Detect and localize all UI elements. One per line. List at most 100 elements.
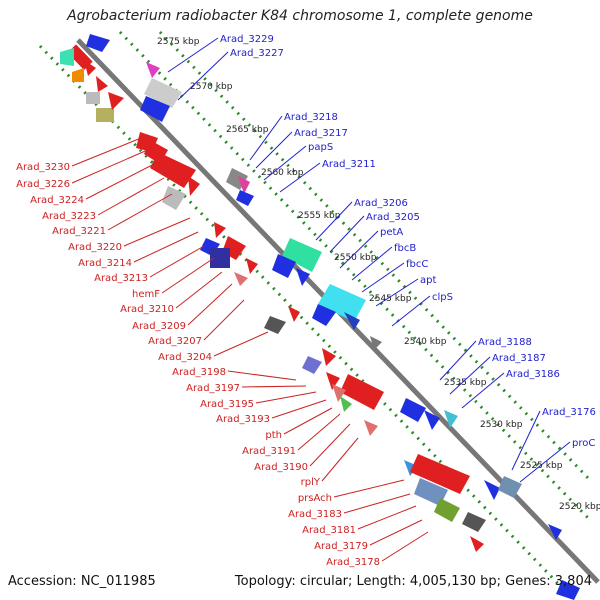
kbp-tick: 2550 kbp <box>334 253 377 263</box>
reverse-gene-label[interactable]: Arad_3190 <box>254 462 308 473</box>
gene-block <box>238 176 250 194</box>
reverse-gene-label[interactable]: Arad_3226 <box>16 179 70 190</box>
gene-block <box>332 384 346 402</box>
forward-gene-label[interactable]: Arad_3205 <box>366 212 420 223</box>
forward-gene-label[interactable]: fbcB <box>394 243 416 254</box>
kbp-tick: 2570 kbp <box>190 82 233 92</box>
reverse-gene-label[interactable]: Arad_3178 <box>326 557 380 568</box>
forward-gene-label[interactable]: Arad_3188 <box>478 337 532 348</box>
reverse-gene-label[interactable]: Arad_3197 <box>186 383 240 394</box>
reverse-gene-label[interactable]: Arad_3210 <box>120 304 174 315</box>
forward-gene-label[interactable]: Arad_3186 <box>506 369 560 380</box>
dotted-tracks <box>38 30 592 598</box>
reverse-gene-label[interactable]: Arad_3223 <box>42 211 96 222</box>
reverse-gene-label[interactable]: Arad_3198 <box>172 367 226 378</box>
gene-block <box>140 96 170 122</box>
gene-block <box>404 460 418 476</box>
gene-block <box>498 476 522 498</box>
reverse-gene-label[interactable]: pth <box>265 430 282 441</box>
gene-block <box>214 222 226 238</box>
gene-block <box>96 76 108 92</box>
reverse-gene-label[interactable]: rplY <box>301 477 321 488</box>
forward-labels: Arad_3229 Arad_3227 Arad_3218 Arad_3217 … <box>220 34 596 449</box>
forward-gene-label[interactable]: apt <box>420 275 436 286</box>
gene-block <box>484 480 500 500</box>
kbp-ticks: 2575 kbp 2570 kbp 2565 kbp 2560 kbp 2555… <box>157 37 600 512</box>
forward-gene-label[interactable]: proC <box>572 438 595 449</box>
reverse-gene-label[interactable]: Arad_3213 <box>94 273 148 284</box>
reverse-gene-label[interactable]: Arad_3207 <box>148 336 202 347</box>
gene-block <box>370 336 382 350</box>
kbp-tick: 2545 kbp <box>369 294 412 304</box>
forward-gene-label[interactable]: Arad_3206 <box>354 198 408 209</box>
gene-block <box>272 254 296 278</box>
gene-block <box>414 478 448 506</box>
gene-block <box>434 498 460 522</box>
forward-gene-label[interactable]: Arad_3227 <box>230 48 284 59</box>
gene-block <box>424 410 440 430</box>
reverse-gene-label[interactable]: Arad_3204 <box>158 352 212 363</box>
gene-block <box>340 374 384 410</box>
gene-block <box>210 248 230 268</box>
kbp-tick: 2530 kbp <box>480 420 523 430</box>
kbp-tick: 2555 kbp <box>298 211 341 221</box>
reverse-gene-blocks <box>60 44 486 552</box>
gene-block <box>150 152 196 188</box>
forward-gene-blocks <box>86 34 580 600</box>
gene-block <box>264 316 286 334</box>
gene-block <box>326 372 340 390</box>
reverse-gene-label[interactable]: Arad_3224 <box>30 195 84 206</box>
reverse-gene-label[interactable]: Arad_3191 <box>242 446 296 457</box>
gene-block <box>410 454 470 494</box>
forward-gene-label[interactable]: Arad_3211 <box>322 159 376 170</box>
gene-block <box>162 186 186 210</box>
gene-block <box>60 48 74 66</box>
gene-block <box>322 348 336 366</box>
kbp-tick: 2575 kbp <box>157 37 200 47</box>
gene-block <box>556 580 580 600</box>
kbp-tick: 2565 kbp <box>226 125 269 135</box>
gene-block <box>146 62 160 78</box>
gene-block <box>364 420 378 436</box>
gene-block <box>282 238 322 272</box>
forward-gene-label[interactable]: Arad_3218 <box>284 112 338 123</box>
gene-block <box>86 92 100 104</box>
kbp-tick: 2540 kbp <box>404 337 447 347</box>
forward-gene-label[interactable]: petA <box>380 227 403 238</box>
gene-block <box>344 312 360 330</box>
genome-summary: Topology: circular; Length: 4,005,130 bp… <box>234 574 592 589</box>
forward-gene-label[interactable]: papS <box>308 142 333 153</box>
gene-block <box>96 108 114 122</box>
reverse-labels: Arad_3230 Arad_3226 Arad_3224 Arad_3223 … <box>16 162 380 568</box>
reverse-gene-label[interactable]: Arad_3181 <box>302 525 356 536</box>
reverse-gene-label[interactable]: Arad_3179 <box>314 541 368 552</box>
forward-gene-label[interactable]: Arad_3176 <box>542 407 596 418</box>
reverse-gene-label[interactable]: Arad_3209 <box>132 321 186 332</box>
reverse-gene-label[interactable]: Arad_3183 <box>288 509 342 520</box>
reverse-gene-label[interactable]: Arad_3230 <box>16 162 70 173</box>
reverse-gene-label[interactable]: Arad_3195 <box>200 399 254 410</box>
forward-gene-label[interactable]: Arad_3217 <box>294 128 348 139</box>
gene-block <box>302 356 322 374</box>
gene-block <box>288 306 300 322</box>
forward-gene-label[interactable]: Arad_3187 <box>492 353 546 364</box>
reverse-gene-label[interactable]: Arad_3220 <box>68 242 122 253</box>
reverse-gene-label[interactable]: Arad_3221 <box>52 226 106 237</box>
forward-gene-label[interactable]: fbcC <box>406 259 428 270</box>
reverse-gene-label[interactable]: prsAch <box>298 493 332 504</box>
forward-gene-label[interactable]: clpS <box>432 292 453 303</box>
gene-block <box>296 268 310 286</box>
reverse-leaders <box>71 135 429 562</box>
gene-block <box>462 512 486 532</box>
reverse-gene-label[interactable]: Arad_3214 <box>78 258 132 269</box>
gene-block <box>444 410 458 428</box>
kbp-tick: 2560 kbp <box>261 168 304 178</box>
kbp-tick: 2525 kbp <box>520 461 563 471</box>
reverse-gene-label[interactable]: Arad_3193 <box>216 414 270 425</box>
forward-gene-label[interactable]: Arad_3229 <box>220 34 274 45</box>
gene-block <box>246 258 258 274</box>
reverse-gene-label[interactable]: hemF <box>132 289 160 300</box>
forward-leaders <box>167 37 571 483</box>
gene-block <box>144 78 182 108</box>
